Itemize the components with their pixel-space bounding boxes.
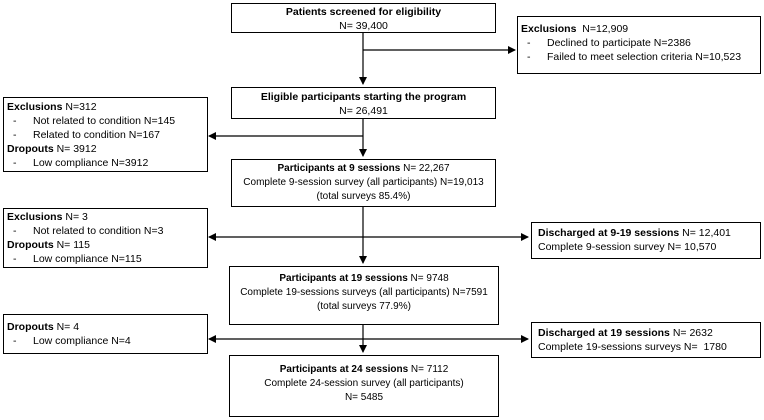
- sessions-9-title: Participants at 9 sessions: [277, 163, 401, 174]
- exclusions-1-item: Failed to meet selection criteria N=10,5…: [547, 51, 742, 63]
- discharged-9-19-title: Discharged at 9-19 sessions: [538, 227, 680, 239]
- dropouts-2-heading: Dropouts: [7, 143, 54, 155]
- sessions-19-total: (total surveys 77.9%): [317, 301, 411, 312]
- dropouts-3-count: N= 115: [53, 239, 90, 251]
- dropouts-4-item: Low compliance N=4: [33, 335, 131, 347]
- screened-title: Patients screened for eligibility: [285, 6, 442, 18]
- discharged-19-box: Discharged at 19 sessions N= 2632 Comple…: [531, 322, 761, 358]
- sessions-24-survey: Complete 24-session survey (all particip…: [264, 378, 464, 389]
- exclusions-1-item: Declined to participate N=2386: [547, 37, 691, 49]
- discharged-9-19-box: Discharged at 9-19 sessions N= 12,401 Co…: [531, 222, 761, 259]
- dropouts-3-heading: Dropouts: [7, 239, 54, 251]
- dropouts-4-count: N= 4: [53, 321, 80, 333]
- screened-box: Patients screened for eligibility N= 39,…: [231, 3, 496, 33]
- discharged-19-survey: Complete 19-sessions surveys N= 1780: [538, 341, 727, 353]
- sessions-24-count: N= 7112: [408, 364, 449, 375]
- screened-count: N= 39,400: [339, 20, 388, 32]
- exclusions-1-count: N=12,909: [576, 23, 629, 35]
- exclusions-box-1: Exclusions N=12,909 -Declined to partici…: [517, 16, 761, 74]
- sessions-9-survey: Complete 9-session survey (all participa…: [243, 177, 484, 188]
- exclusions-2-item: Related to condition N=167: [33, 129, 160, 141]
- exclusions-2-heading: Exclusions: [7, 101, 63, 113]
- dropouts-2-item: Low compliance N=3912: [33, 157, 149, 169]
- eligible-count: N= 26,491: [339, 105, 388, 117]
- eligible-title: Eligible participants starting the progr…: [260, 91, 467, 103]
- sessions-24-box: Participants at 24 sessions N= 7112 Comp…: [229, 355, 499, 417]
- eligible-box: Eligible participants starting the progr…: [231, 87, 496, 119]
- sessions-9-total: (total surveys 85.4%): [316, 191, 411, 202]
- sessions-19-count: N= 9748: [407, 273, 449, 284]
- discharged-9-19-count: N= 12,401: [679, 227, 731, 239]
- sessions-9-count: N= 22,267: [400, 163, 450, 174]
- exclusions-3-heading: Exclusions: [7, 211, 63, 223]
- sessions-24-title: Participants at 24 sessions: [279, 364, 409, 375]
- exclusions-1-heading: Exclusions: [521, 23, 577, 35]
- dropouts-3-item: Low compliance N=115: [33, 253, 142, 265]
- sessions-9-box: Participants at 9 sessions N= 22,267 Com…: [231, 159, 496, 207]
- sessions-19-survey: Complete 19-sessions surveys (all partic…: [240, 287, 488, 298]
- sessions-19-title: Participants at 19 sessions: [279, 273, 408, 284]
- exclusions-2-item: Not related to condition N=145: [33, 115, 176, 127]
- discharged-19-title: Discharged at 19 sessions: [538, 327, 670, 339]
- discharged-9-19-survey: Complete 9-session survey N= 10,570: [538, 241, 717, 253]
- exclusions-3-item: Not related to condition N=3: [33, 225, 164, 237]
- exclusions-box-2: Exclusions N=312 -Not related to conditi…: [3, 97, 208, 172]
- dropouts-box-4: Dropouts N= 4 -Low compliance N=4: [3, 314, 208, 354]
- sessions-19-box: Participants at 19 sessions N= 9748 Comp…: [229, 266, 499, 325]
- dropouts-2-count: N= 3912: [53, 143, 97, 155]
- dropouts-4-heading: Dropouts: [7, 321, 54, 333]
- exclusions-3-count: N= 3: [62, 211, 88, 223]
- discharged-19-count: N= 2632: [669, 327, 713, 339]
- exclusions-box-3: Exclusions N= 3 -Not related to conditio…: [3, 208, 208, 268]
- exclusions-2-count: N=312: [62, 101, 97, 113]
- sessions-24-total: N= 5485: [344, 392, 384, 403]
